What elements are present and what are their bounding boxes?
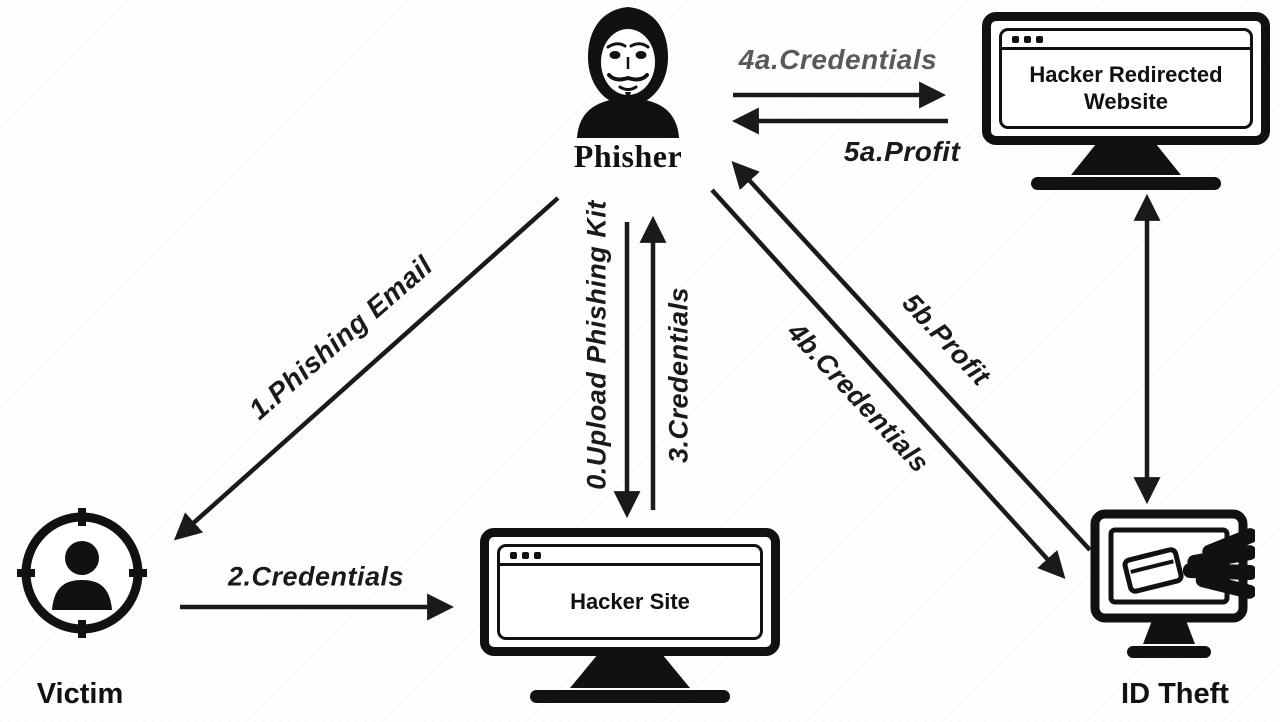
monitor-stand — [570, 656, 690, 688]
edge-label-credentials-4a: 4a.Credentials — [738, 44, 938, 75]
id-theft-label: ID Theft — [1121, 678, 1229, 710]
redirected-site-title: Hacker Redirected Website — [1029, 61, 1223, 115]
hacker-site-node: Hacker Site — [480, 528, 780, 703]
id-theft-node — [1085, 500, 1258, 680]
browser-dot-icon — [534, 552, 541, 559]
browser-dot-icon — [1012, 36, 1019, 43]
victim-label: Victim — [36, 678, 124, 710]
monitor-base — [530, 690, 730, 703]
browser-dot-icon — [510, 552, 517, 559]
edge-label-credentials-3: 3.Credentials — [663, 286, 694, 464]
browser-dot-icon — [1024, 36, 1031, 43]
edge-profit-5b-arrow — [731, 161, 1092, 552]
edge-phishing-email-arrow — [173, 196, 560, 541]
victim-node — [12, 498, 152, 648]
edge-credentials-4b-arrow — [710, 188, 1066, 579]
edge-label-credentials-2: 2.Credentials — [227, 561, 405, 592]
browser-dot-icon — [1036, 36, 1043, 43]
browser-dot-icon — [522, 552, 529, 559]
monitor-stand — [1071, 145, 1181, 175]
browser-bar — [1002, 31, 1250, 50]
monitor-screen: Hacker Site — [480, 528, 780, 656]
edge-label-profit-5a: 5a.Profit — [843, 136, 961, 167]
redirected-site-node: Hacker Redirected Website — [982, 12, 1270, 190]
phisher-node — [563, 5, 693, 138]
hacker-site-title: Hacker Site — [570, 588, 690, 614]
browser-window: Hacker Site — [497, 544, 763, 640]
edge-label-upload-kit: 0.Upload Phishing Kit — [581, 200, 612, 490]
phisher-label: Phisher — [573, 138, 683, 174]
monitor-base — [1031, 177, 1221, 190]
monitor-screen: Hacker Redirected Website — [982, 12, 1270, 145]
anonymous-mask-icon — [577, 7, 679, 138]
target-person-icon — [17, 508, 147, 638]
monitor-hand-card-icon — [1090, 509, 1258, 658]
browser-window: Hacker Redirected Website — [999, 28, 1253, 129]
browser-bar — [500, 547, 760, 566]
